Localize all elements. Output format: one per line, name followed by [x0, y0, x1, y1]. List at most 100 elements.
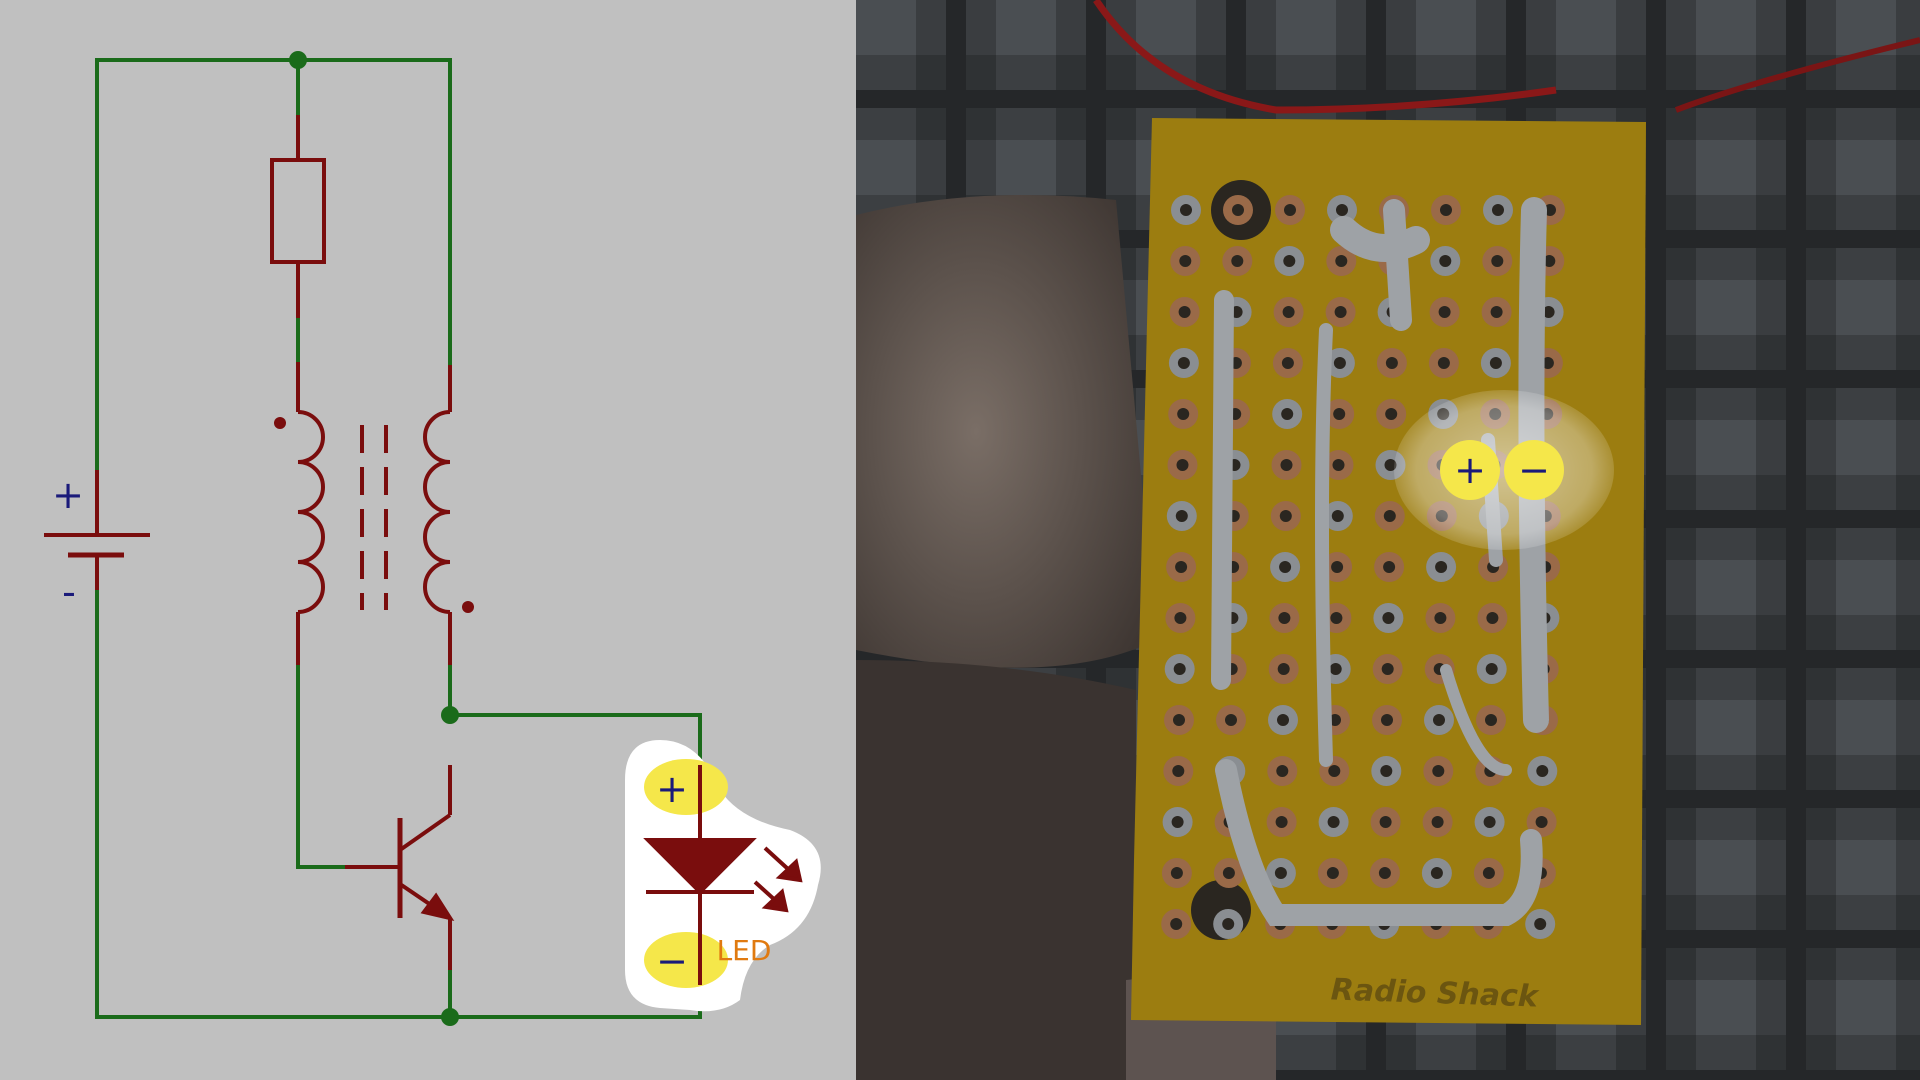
board-hole: [1543, 255, 1556, 267]
components: [44, 115, 474, 970]
board-hole: [1536, 765, 1549, 777]
board-hole: [1439, 255, 1452, 267]
circuit-schematic: + - + − LED: [44, 51, 821, 1026]
board-hole: [1175, 561, 1188, 573]
wire-led-top: [448, 713, 702, 767]
board-hole: [1380, 765, 1393, 777]
board-hole: [1180, 204, 1192, 216]
board-hole: [1171, 816, 1184, 828]
board-hole: [1486, 612, 1499, 624]
board-hole: [1170, 918, 1183, 930]
thumb: [856, 195, 1156, 668]
board-hole: [1385, 408, 1398, 420]
transformer-secondary-coil: [423, 365, 452, 665]
board-hole: [1541, 357, 1554, 369]
board-hole: [1383, 561, 1396, 573]
board-hole: [1542, 306, 1555, 318]
board-hole: [1170, 867, 1183, 879]
board-hole: [1336, 204, 1348, 216]
board-hole: [1177, 408, 1190, 420]
board-hole: [1327, 816, 1340, 828]
battery: [44, 470, 150, 590]
led-group: + − LED: [625, 740, 821, 1012]
board-hole: [1281, 408, 1294, 420]
resistor: [270, 115, 326, 318]
board-hole: [1275, 816, 1288, 828]
battery-plus-label: +: [52, 473, 84, 517]
board-hole: [1177, 357, 1190, 369]
board-hole: [1379, 816, 1392, 828]
junction-node: [441, 706, 459, 724]
board-hole: [1435, 561, 1448, 573]
board-hole: [1433, 714, 1445, 726]
board-hole: [1225, 714, 1237, 726]
wire-top: [95, 58, 452, 367]
board-hole: [1284, 204, 1296, 216]
wire-base: [296, 663, 347, 869]
board-hole: [1378, 867, 1391, 879]
board-hole: [1384, 459, 1397, 471]
board-hole: [1490, 306, 1503, 318]
transformer-core: [360, 425, 388, 610]
board-hole: [1173, 663, 1186, 675]
board-hole: [1174, 612, 1187, 624]
wire-bottom: [95, 588, 702, 1019]
board-hole: [1534, 918, 1547, 930]
board-hole: [1178, 306, 1191, 318]
led-plus-label: +: [656, 767, 688, 811]
perfboard-photo: + − Radio Shack: [856, 0, 1920, 1080]
board-hole: [1175, 510, 1188, 522]
board-hole: [1283, 255, 1296, 267]
board-hole: [1381, 663, 1394, 675]
board-hole: [1278, 612, 1291, 624]
board-hole: [1330, 612, 1343, 624]
junction-node: [441, 1008, 459, 1026]
photo-panel: + − Radio Shack: [856, 0, 1920, 1080]
board-hole: [1383, 510, 1396, 522]
npn-transistor: [345, 765, 455, 970]
red-wire: [1674, 37, 1920, 113]
board-hole: [1276, 765, 1289, 777]
photo-minus-label: −: [1518, 448, 1550, 492]
board-hole: [1231, 255, 1244, 267]
board-hole: [1485, 663, 1498, 675]
board-hole: [1432, 765, 1445, 777]
board-hole: [1434, 612, 1447, 624]
board-hole: [1489, 357, 1502, 369]
led-symbol: [643, 765, 803, 985]
photo-plus-label: +: [1454, 448, 1486, 492]
board-hole: [1281, 357, 1294, 369]
schematic-panel: + - + − LED: [0, 0, 856, 1080]
led-label: LED: [717, 934, 772, 967]
board-hole: [1334, 306, 1347, 318]
finger: [856, 660, 1136, 1080]
transformer-primary-coil: [296, 362, 325, 665]
board-hole: [1282, 306, 1295, 318]
board-hole: [1482, 867, 1495, 879]
board-hole: [1335, 255, 1348, 267]
board-hole: [1222, 918, 1235, 930]
photo-minus-marker: [1504, 440, 1564, 500]
board-hole: [1382, 612, 1395, 624]
led-minus-label: −: [656, 939, 688, 983]
board-hole: [1544, 204, 1556, 216]
primary-dot: [274, 417, 286, 429]
board-hole: [1485, 714, 1497, 726]
board-hole: [1483, 816, 1496, 828]
secondary-dot: [462, 601, 474, 613]
board-hole: [1333, 408, 1346, 420]
board-hole: [1277, 714, 1289, 726]
red-wire: [1093, 0, 1557, 114]
board-hole: [1492, 204, 1504, 216]
junction-node: [289, 51, 307, 69]
board-hole: [1179, 255, 1192, 267]
board-hole: [1332, 459, 1345, 471]
board-hole: [1381, 714, 1393, 726]
board-hole: [1385, 357, 1398, 369]
junction-nodes: [289, 51, 459, 1026]
battery-minus-label: -: [62, 570, 76, 614]
board-hole: [1222, 867, 1235, 879]
board-hole: [1438, 306, 1451, 318]
board-hole: [1279, 510, 1292, 522]
board-hole: [1491, 255, 1504, 267]
